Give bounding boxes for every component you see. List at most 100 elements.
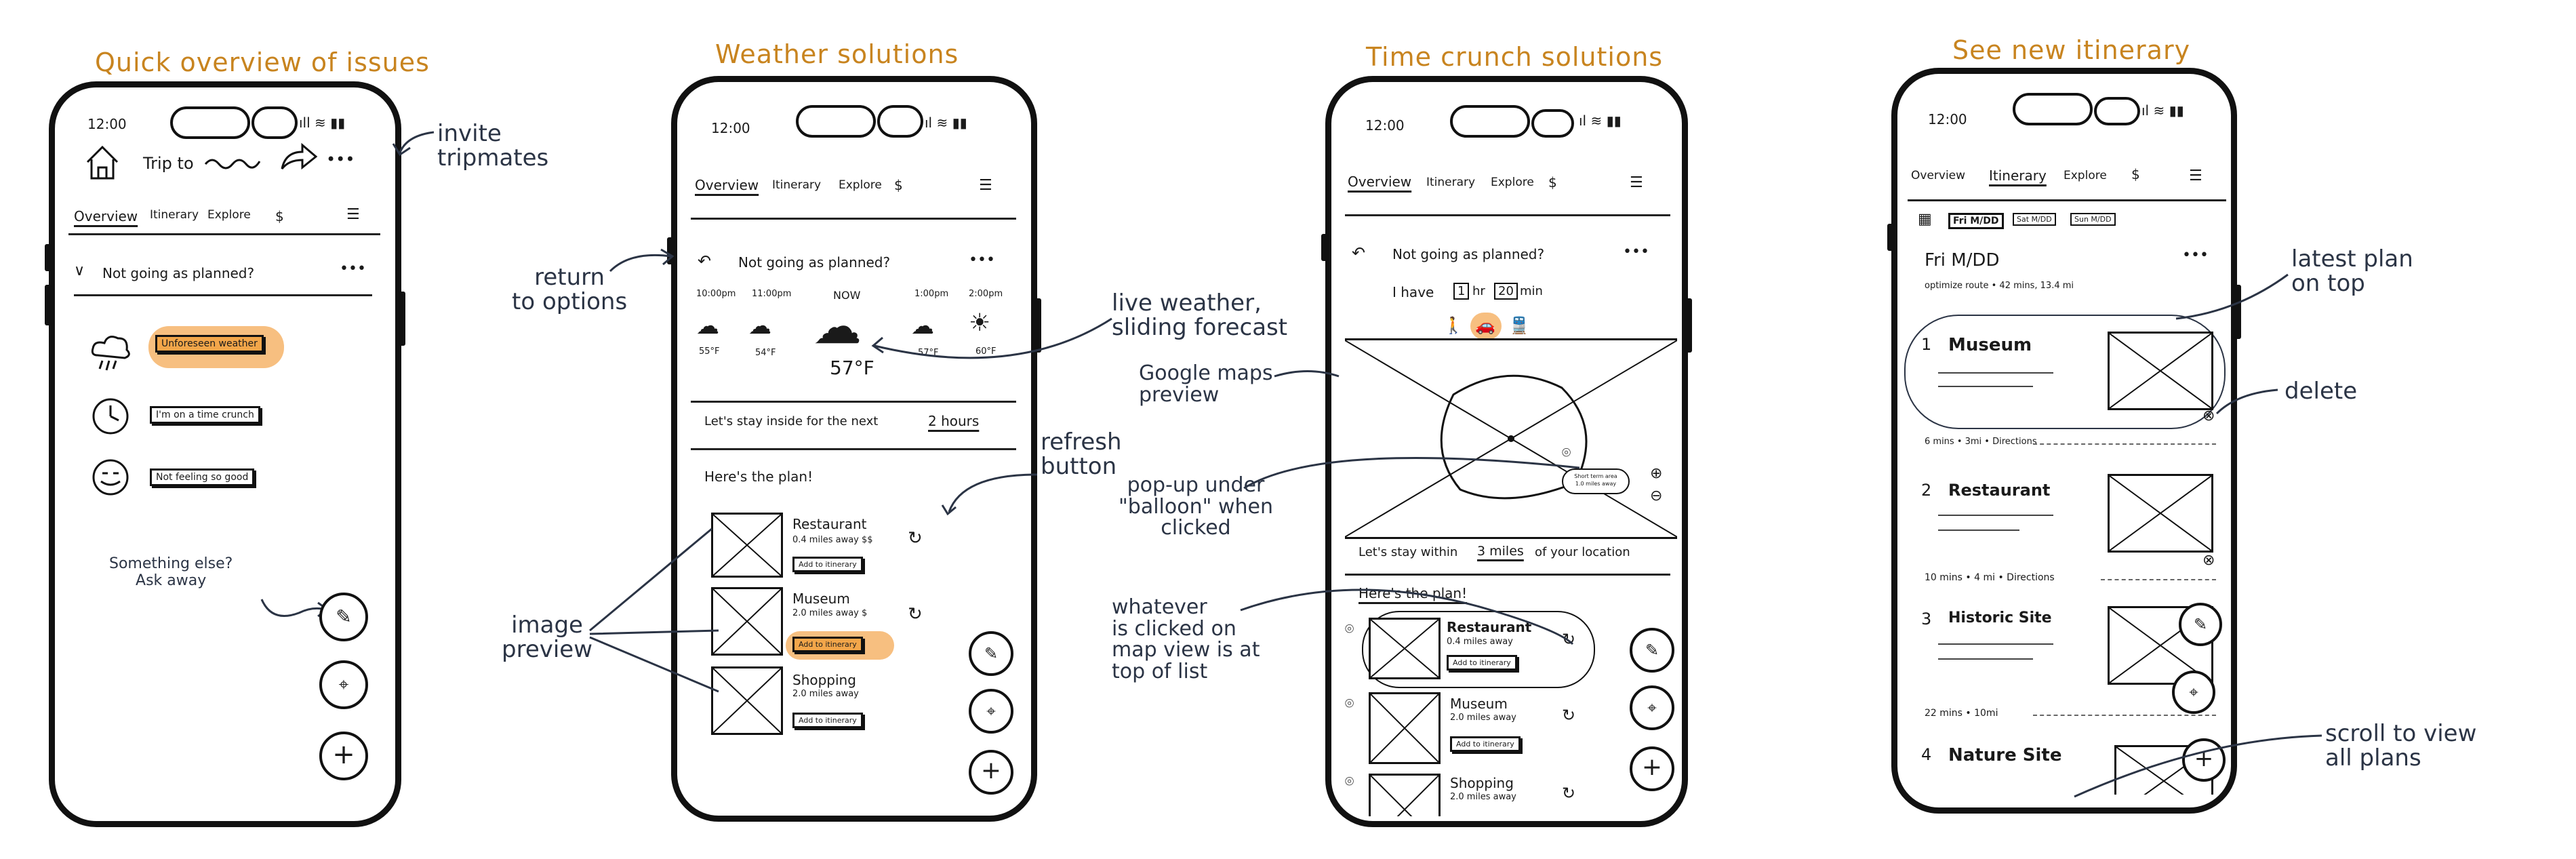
section-heading: Not going as planned?	[102, 265, 255, 281]
tab-budget[interactable]: $	[894, 177, 903, 193]
map-pin-button[interactable]: ⌖	[319, 660, 368, 709]
chat-assistant-button[interactable]: ✎	[2179, 603, 2222, 646]
refresh-icon[interactable]: ↻	[1562, 706, 1576, 725]
phone-frame-2: 12:00 ıl ≋ ▮▮ Overview Itinerary Explore…	[671, 76, 1037, 822]
rain-cloud-icon: ☁	[748, 313, 771, 340]
tab-overview[interactable]: Overview	[695, 177, 759, 193]
delete-icon[interactable]: ⊗	[2202, 407, 2215, 424]
home-icon[interactable]	[82, 142, 123, 182]
chat-assistant-button[interactable]: ✎	[319, 593, 368, 641]
day-tab-fri[interactable]: Fri M/DD	[1948, 213, 2004, 229]
hours-selector[interactable]: 2 hours	[928, 413, 980, 429]
more-options-icon[interactable]: •••	[340, 260, 366, 277]
tab-budget[interactable]: $	[2131, 166, 2140, 182]
walk-icon[interactable]: 🚶	[1443, 316, 1464, 335]
annotation-live-weather: live weather, sliding forecast	[1112, 289, 1288, 341]
tab-itinerary[interactable]: Itinerary	[1989, 167, 2047, 184]
tab-itinerary[interactable]: Itinerary	[1426, 176, 1476, 189]
refresh-icon[interactable]: ↻	[908, 604, 923, 624]
miles-selector[interactable]: 3 miles	[1477, 544, 1524, 559]
phone-frame-4: 12:00 ıl ≋ ▮▮ Overview Itinerary Explore…	[1891, 68, 2237, 816]
add-to-itinerary-button[interactable]: Add to itinerary	[792, 557, 863, 572]
forecast-temp: 57°F	[918, 348, 939, 358]
i-have-label: I have	[1392, 284, 1434, 300]
tab-overview[interactable]: Overview	[74, 208, 138, 224]
optimize-route[interactable]: optimize route • 42 mins, 13.4 mi	[1925, 281, 2074, 291]
stay-within-text: Let's stay within	[1359, 545, 1458, 559]
more-options-icon[interactable]: •••	[1623, 243, 1649, 260]
minute-input[interactable]: 20	[1494, 283, 1518, 300]
tab-explore[interactable]: Explore	[839, 178, 882, 192]
zoom-in-icon[interactable]: ⊕	[1650, 465, 1663, 482]
image-placeholder	[1369, 774, 1441, 844]
forecast-time: 11:00pm	[752, 289, 792, 299]
day-label: Sat M/DD	[2017, 215, 2052, 224]
menu-icon[interactable]: ☰	[979, 177, 992, 194]
map-pin-button[interactable]: ⌖	[2172, 671, 2215, 714]
share-icon[interactable]	[279, 142, 319, 176]
tab-explore[interactable]: Explore	[207, 208, 251, 222]
delete-icon[interactable]: ⊗	[2202, 552, 2215, 569]
back-arrow-icon[interactable]: ↶	[698, 252, 712, 271]
camera-pill	[796, 105, 876, 138]
not-feeling-good-button[interactable]: Not feeling so good	[150, 468, 255, 486]
more-options-icon[interactable]: •••	[2182, 247, 2209, 264]
map-pin-button[interactable]: ⌖	[969, 689, 1013, 734]
back-arrow-icon[interactable]: ↶	[1352, 243, 1366, 262]
zoom-out-icon[interactable]: ⊖	[1650, 487, 1663, 504]
menu-icon[interactable]: ☰	[1630, 174, 1643, 191]
divider	[691, 218, 1016, 220]
day-label: Sun M/DD	[2074, 215, 2112, 224]
camera-pill	[2094, 97, 2140, 125]
more-options-icon[interactable]: •••	[969, 252, 995, 268]
placeholder-line	[1938, 372, 2053, 374]
car-icon[interactable]: 🚗	[1475, 316, 1495, 335]
map-pin-icon[interactable]: ⌾	[1562, 445, 1571, 462]
hour-value: 1	[1457, 284, 1466, 298]
add-to-itinerary-button[interactable]: Add to itinerary	[792, 637, 863, 652]
unforeseen-weather-button[interactable]: Unforeseen weather	[155, 335, 264, 353]
chevron-down-icon[interactable]: ∨	[74, 262, 85, 279]
refresh-icon[interactable]: ↻	[1562, 630, 1576, 649]
latest-plan-outline	[1904, 315, 2226, 429]
add-button[interactable]: +	[1630, 746, 1674, 791]
tab-budget[interactable]: $	[1548, 174, 1557, 191]
map-popup[interactable]: Short term area 1.0 miles away	[1562, 468, 1630, 494]
status-time: 12:00	[87, 116, 127, 132]
add-to-itinerary-button[interactable]: Add to itinerary	[1450, 736, 1521, 752]
tab-explore[interactable]: Explore	[2064, 169, 2107, 182]
phone-side-button	[45, 285, 52, 325]
chat-assistant-button[interactable]: ✎	[1630, 628, 1674, 673]
hour-input[interactable]: 1	[1453, 283, 1470, 300]
chat-assistant-button[interactable]: ✎	[969, 631, 1013, 676]
calendar-icon[interactable]: ▦	[1918, 211, 1932, 228]
tab-itinerary[interactable]: Itinerary	[150, 208, 199, 222]
menu-icon[interactable]: ☰	[2189, 167, 2202, 184]
tab-budget[interactable]: $	[275, 208, 284, 224]
add-button[interactable]: +	[2182, 738, 2226, 782]
tab-explore[interactable]: Explore	[1491, 176, 1534, 189]
add-button[interactable]: +	[319, 732, 368, 780]
refresh-icon[interactable]: ↻	[908, 528, 923, 548]
add-button[interactable]: +	[969, 750, 1013, 795]
add-to-itinerary-button[interactable]: Add to itinerary	[1447, 655, 1517, 671]
time-crunch-button[interactable]: I'm on a time crunch	[150, 406, 260, 424]
train-icon[interactable]: 🚆	[1509, 316, 1529, 335]
place-meta: 2.0 miles away	[1450, 713, 1516, 723]
day-tab-sun[interactable]: Sun M/DD	[2070, 213, 2116, 226]
divider	[691, 401, 1016, 403]
menu-icon[interactable]: ☰	[346, 206, 360, 223]
tab-overview[interactable]: Overview	[1348, 174, 1412, 190]
map-pin-button[interactable]: ⌖	[1630, 685, 1674, 730]
day-tab-sat[interactable]: Sat M/DD	[2013, 213, 2056, 226]
more-options-icon[interactable]: •••	[326, 150, 355, 169]
add-to-itinerary-button[interactable]: Add to itinerary	[792, 713, 863, 728]
place-name: Restaurant	[792, 516, 867, 532]
tab-itinerary[interactable]: Itinerary	[772, 178, 822, 192]
status-time: 12:00	[1365, 117, 1405, 134]
tab-overview[interactable]: Overview	[1911, 169, 1966, 182]
refresh-icon[interactable]: ↻	[1562, 784, 1576, 803]
screen-title-time-crunch: Time crunch solutions	[1366, 42, 1664, 72]
map-preview[interactable]	[1344, 338, 1678, 539]
highlight-glow	[1470, 313, 1502, 340]
